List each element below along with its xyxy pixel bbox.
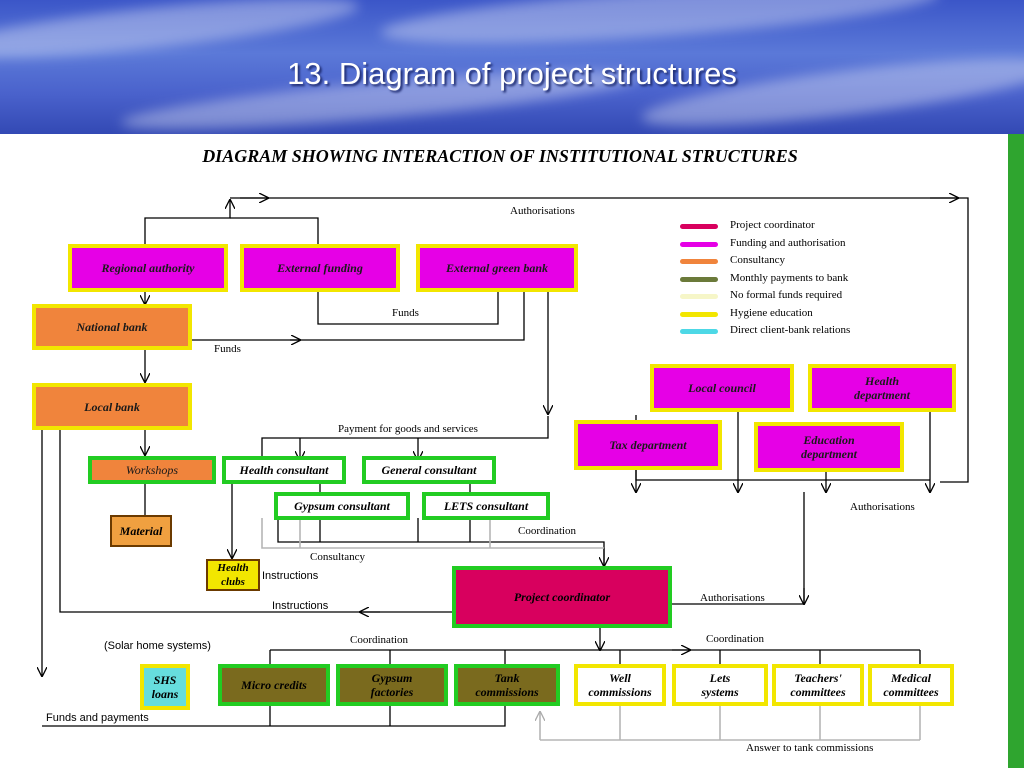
label-payment-goods: Payment for goods and services — [338, 423, 478, 435]
node-well-commissions: Well commissions — [574, 664, 666, 706]
node-lets-systems: Lets systems — [672, 664, 768, 706]
slide-title: 13. Diagram of project structures — [287, 56, 737, 91]
legend-label: Direct client-bank relations — [730, 324, 851, 336]
legend-label: Hygiene education — [730, 306, 813, 319]
node-gypsum-factories: Gypsum factories — [336, 664, 448, 706]
legend-swatch — [680, 241, 718, 247]
label-funds-payments: Funds and payments — [46, 712, 149, 724]
legend-swatch — [680, 311, 718, 317]
legend-label: Monthly payments to bank — [730, 271, 849, 284]
node-gypsum-consultant: Gypsum consultant — [274, 492, 410, 520]
legend-swatch — [680, 329, 718, 334]
label-authorisations-right: Authorisations — [850, 501, 915, 513]
right-rail — [1008, 134, 1024, 768]
node-health-consultant: Health consultant — [222, 456, 346, 484]
label-coordination-2: Coordination — [350, 634, 409, 646]
node-national-bank: National bank — [32, 304, 192, 350]
diagram-title: DIAGRAM SHOWING INTERACTION OF INSTITUTI… — [202, 146, 798, 166]
node-health-department: Health department — [808, 364, 956, 412]
node-lets-consultant: LETS consultant — [422, 492, 550, 520]
node-health-clubs: Health clubs — [206, 559, 260, 591]
node-regional-authority: Regional authority — [68, 244, 228, 292]
legend-label: Project coordinator — [730, 219, 815, 231]
node-project-coordinator: Project coordinator — [452, 566, 672, 628]
legend-label: Funding and authorisation — [730, 236, 846, 249]
legend-label: Consultancy — [730, 254, 785, 266]
node-medical-committees: Medical committees — [868, 664, 954, 706]
label-authorisations-mid: Authorisations — [700, 592, 765, 604]
label-coordination-3: Coordination — [706, 633, 765, 645]
node-tank-commissions: Tank commissions — [454, 664, 560, 706]
legend-swatch — [680, 276, 718, 282]
node-workshops: Workshops — [88, 456, 216, 484]
label-solar-home: (Solar home systems) — [104, 640, 211, 652]
legend-swatch — [680, 224, 718, 229]
label-instructions-2: Instructions — [272, 600, 329, 612]
label-consultancy: Consultancy — [310, 551, 365, 563]
node-micro-credits: Micro credits — [218, 664, 330, 706]
node-external-funding: External funding — [240, 244, 400, 292]
label-answer-tank: Answer to tank commissions — [746, 742, 874, 754]
legend-swatch — [680, 294, 718, 299]
node-tax-department: Tax department — [574, 420, 722, 470]
node-material: Material — [110, 515, 172, 547]
legend-label: No formal funds required — [730, 289, 843, 301]
label-coordination-1: Coordination — [518, 525, 577, 537]
node-education-department: Education department — [754, 422, 904, 472]
node-teachers-committees: Teachers' committees — [772, 664, 864, 706]
legend-swatch — [680, 259, 718, 264]
node-local-council: Local council — [650, 364, 794, 412]
node-external-green-bank: External green bank — [416, 244, 578, 292]
label-instructions-1: Instructions — [262, 570, 319, 582]
node-local-bank: Local bank — [32, 383, 192, 430]
label-authorisations-top: Authorisations — [510, 205, 575, 217]
slide-header: 13. Diagram of project structures — [0, 0, 1024, 134]
node-shs-loans: SHS loans — [140, 664, 190, 710]
node-general-consultant: General consultant — [362, 456, 496, 484]
label-funds-left: Funds — [214, 343, 241, 355]
label-funds-mid: Funds — [392, 307, 419, 319]
cloud-streak — [379, 0, 941, 56]
